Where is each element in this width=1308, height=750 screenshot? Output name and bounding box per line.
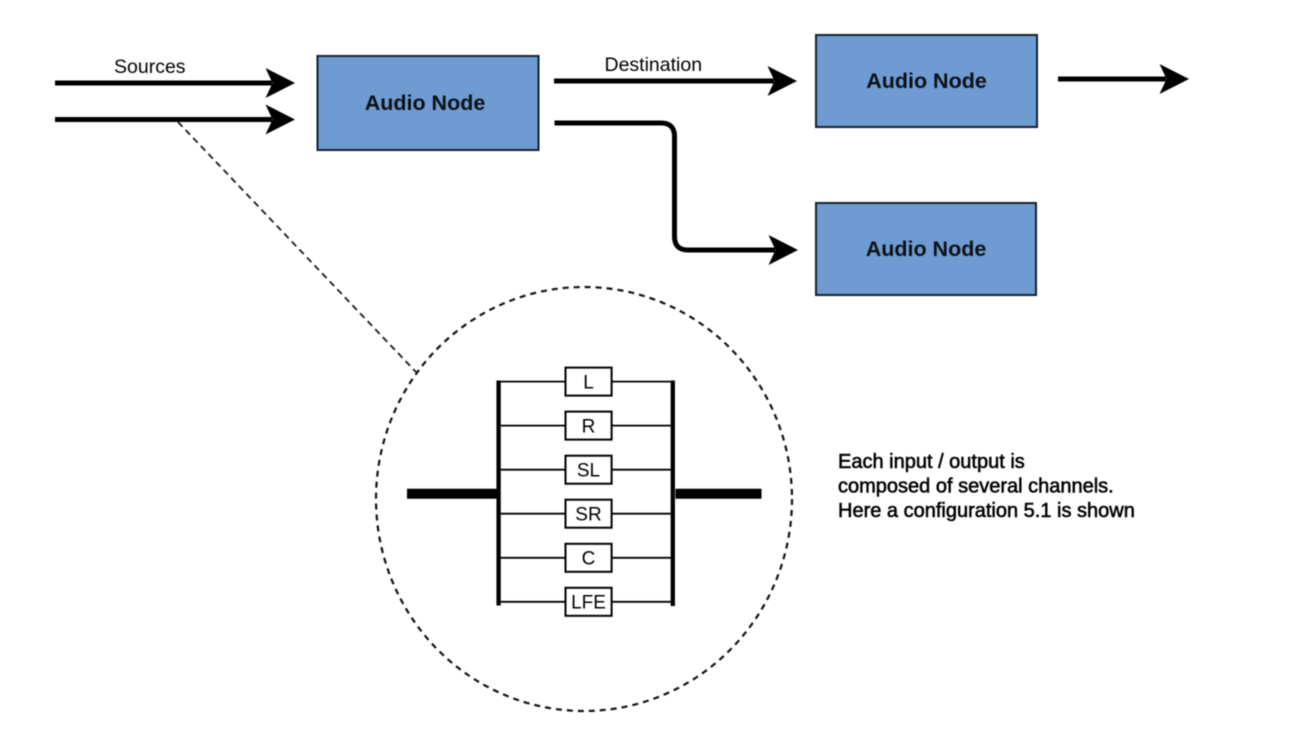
svg-text:Each input / output is: Each input / output is	[838, 451, 1025, 473]
svg-text:composed of several channels.: composed of several channels.	[838, 476, 1114, 498]
svg-text:Here a configuration 5.1 is sh: Here a configuration 5.1 is shown	[838, 500, 1135, 522]
svg-text:L: L	[583, 372, 594, 393]
svg-text:LFE: LFE	[571, 593, 606, 614]
svg-text:Sources: Sources	[114, 56, 186, 78]
svg-text:C: C	[582, 549, 596, 570]
svg-text:SR: SR	[575, 505, 601, 526]
svg-text:SL: SL	[577, 461, 600, 482]
svg-text:Destination: Destination	[605, 54, 703, 76]
svg-text:R: R	[582, 416, 596, 437]
svg-text:Audio Node: Audio Node	[866, 69, 987, 93]
svg-text:Audio Node: Audio Node	[866, 237, 987, 261]
svg-text:Audio Node: Audio Node	[365, 91, 486, 115]
